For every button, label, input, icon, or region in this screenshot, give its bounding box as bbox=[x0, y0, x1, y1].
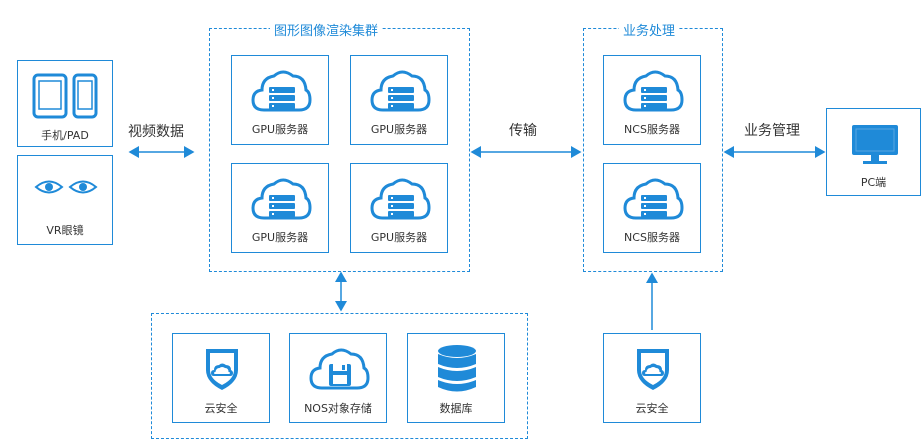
pc-box: PC端 bbox=[826, 108, 921, 196]
ncs-server-1: NCS服务器 bbox=[603, 55, 701, 145]
gpu-server-label: GPU服务器 bbox=[370, 123, 428, 136]
cloud-server-icon bbox=[251, 178, 312, 220]
ncs-server-2: NCS服务器 bbox=[603, 163, 701, 253]
business-mgmt-label: 业务管理 bbox=[744, 123, 800, 139]
cloud-security-label: 云安全 bbox=[204, 402, 238, 415]
ncs-server-label: NCS服务器 bbox=[624, 123, 680, 136]
gpu-server-label: GPU服务器 bbox=[251, 123, 309, 136]
gpu-server-1: GPU服务器 bbox=[231, 55, 329, 145]
database-icon bbox=[438, 345, 476, 392]
vr-glasses-label: VR眼镜 bbox=[46, 224, 84, 237]
tablet-phone-icon bbox=[32, 73, 98, 119]
nos-storage-box: NOS对象存储 bbox=[289, 333, 387, 423]
gpu-server-4: GPU服务器 bbox=[350, 163, 448, 253]
database-box: 数据库 bbox=[407, 333, 505, 423]
gpu-server-label: GPU服务器 bbox=[251, 231, 309, 244]
vr-glasses-icon bbox=[34, 180, 98, 194]
cloud-floppy-icon bbox=[309, 348, 370, 390]
cloud-server-icon bbox=[370, 178, 431, 220]
vr-glasses-box: VR眼镜 bbox=[17, 155, 113, 245]
gpu-server-3: GPU服务器 bbox=[231, 163, 329, 253]
gpu-server-2: GPU服务器 bbox=[350, 55, 448, 145]
cloud-server-icon bbox=[623, 70, 684, 112]
business-title: 业务处理 bbox=[619, 20, 680, 39]
ncs-server-label: NCS服务器 bbox=[624, 231, 680, 244]
cloud-security-box: 云安全 bbox=[172, 333, 270, 423]
business-security-box: 云安全 bbox=[603, 333, 701, 423]
monitor-icon bbox=[852, 125, 898, 164]
storage-group bbox=[151, 313, 528, 439]
phone-pad-box: 手机/PAD bbox=[17, 60, 113, 147]
cloud-server-icon bbox=[370, 70, 431, 112]
business-security-label: 云安全 bbox=[635, 402, 669, 415]
nos-storage-label: NOS对象存储 bbox=[304, 402, 372, 415]
cloud-server-icon bbox=[251, 70, 312, 112]
shield-cloud-icon bbox=[637, 349, 669, 390]
render-cluster-title: 图形图像渲染集群 bbox=[270, 20, 383, 39]
pc-label: PC端 bbox=[860, 176, 887, 189]
shield-cloud-icon bbox=[206, 349, 238, 390]
video-data-label: 视频数据 bbox=[128, 124, 184, 140]
cloud-server-icon bbox=[623, 178, 684, 220]
transfer-label: 传输 bbox=[509, 123, 537, 139]
gpu-server-label: GPU服务器 bbox=[370, 231, 428, 244]
phone-pad-label: 手机/PAD bbox=[41, 129, 89, 142]
database-label: 数据库 bbox=[439, 402, 473, 415]
